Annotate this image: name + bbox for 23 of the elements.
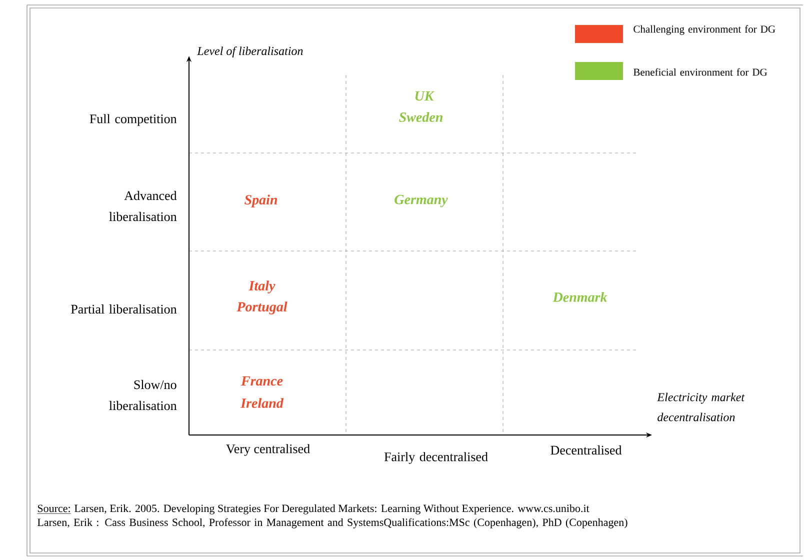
column-label: Fairly decentralised	[384, 452, 488, 464]
country-label: Denmark	[552, 292, 608, 302]
country-label: UK	[415, 91, 434, 101]
row-label: Partial liberalisation	[71, 304, 177, 314]
country-label: Portugal	[236, 302, 288, 314]
country-label: Italy	[248, 280, 276, 294]
axis-title: Electricity market decentralisation	[657, 392, 745, 422]
country-label: Spain	[244, 194, 278, 208]
country-label: Ireland	[240, 398, 284, 408]
source-heading: Source:	[37, 504, 71, 514]
axis-title: Level of liberalisation	[197, 46, 303, 58]
country-label: Sweden	[399, 112, 442, 122]
column-label: Very centralised	[226, 444, 310, 456]
column-label: Decentralised	[550, 445, 622, 455]
row-label: Full competition	[90, 114, 177, 126]
legend-label: Beneficial environment for DG	[634, 68, 767, 76]
source-text: Larsen, Erik : Cass Business School, Professor in Management and SystemsQualifications:MSc (Copenhagen), PhD (Copenhagen)	[38, 518, 628, 528]
country-label: France	[241, 376, 283, 386]
row-label: Slow/no liberalisation	[109, 380, 177, 410]
row-label: Advanced liberalisation	[109, 190, 177, 222]
source-text: Larsen, Erik. 2005. Developing Strategies For Deregulated Markets: Learning Without Experience. www.cs.unibo.it	[74, 504, 590, 514]
legend-label: Challenging environment for DG	[634, 25, 776, 35]
country-label: Germany	[394, 194, 448, 208]
